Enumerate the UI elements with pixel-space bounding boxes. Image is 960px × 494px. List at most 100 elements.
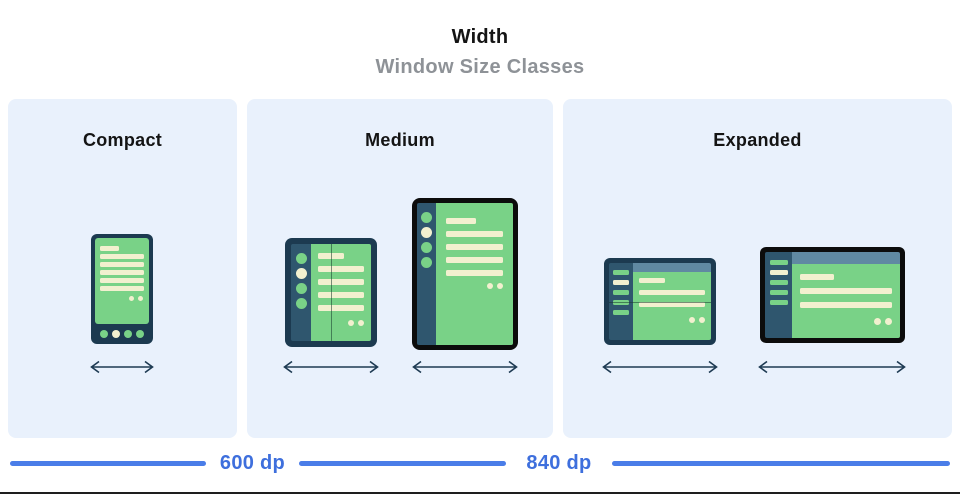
text-line-placeholder <box>639 278 665 283</box>
content-area <box>311 244 371 341</box>
menu-item-bar <box>769 300 788 305</box>
text-line-placeholder <box>318 279 364 285</box>
phone-illustration <box>91 234 153 344</box>
nav-dot-icon <box>124 330 132 338</box>
panel-compact: Compact <box>8 99 237 438</box>
dot-icon <box>497 283 503 289</box>
width-arrow-icon <box>90 360 154 374</box>
action-dots <box>348 320 364 326</box>
nav-rail <box>417 203 436 345</box>
app-top-bar <box>633 263 711 272</box>
dot-icon <box>885 318 892 325</box>
foldable-landscape-illustration <box>604 258 716 345</box>
text-line-placeholder <box>446 257 503 263</box>
content-column <box>633 263 711 340</box>
tablet-screen <box>417 203 513 345</box>
text-line-placeholder <box>100 246 119 251</box>
panel-expanded: Expanded <box>563 99 952 438</box>
dot-icon <box>699 317 705 323</box>
nav-dot-icon <box>112 330 120 338</box>
nav-dot-icon <box>100 330 108 338</box>
nav-dot-icon <box>136 330 144 338</box>
tablet-portrait-illustration <box>412 198 518 350</box>
diagram-title: Width <box>451 26 509 48</box>
dot-icon <box>874 318 881 325</box>
rail-item-icon <box>295 283 307 294</box>
diagram-subtitle: Window Size Classes <box>375 56 585 78</box>
panel-medium-label: Medium <box>365 130 435 150</box>
panel-expanded-label: Expanded <box>713 130 802 150</box>
menu-item-bar <box>769 260 788 265</box>
app-top-bar <box>792 252 900 264</box>
phone-nav-bar <box>95 324 149 344</box>
menu-item-bar <box>613 290 629 295</box>
dot-icon <box>689 317 695 323</box>
dot-icon <box>138 296 143 301</box>
nav-rail <box>291 244 311 341</box>
dot-icon <box>129 296 134 301</box>
text-line-placeholder <box>100 286 144 291</box>
rail-item-icon <box>421 212 432 223</box>
rail-item-icon <box>421 257 432 268</box>
text-line-placeholder <box>318 305 364 311</box>
panel-compact-label: Compact <box>82 130 163 150</box>
menu-item-bar <box>769 280 788 285</box>
text-line-placeholder <box>800 274 834 280</box>
text-line-placeholder <box>446 270 503 276</box>
dot-icon <box>358 320 364 326</box>
rail-item-icon <box>295 298 307 309</box>
fold-crease <box>331 244 332 341</box>
menu-item-bar <box>613 300 629 305</box>
tablet-screen <box>765 252 900 338</box>
text-line-placeholder <box>100 254 144 259</box>
foldable-portrait-illustration <box>285 238 377 347</box>
width-arrow-icon <box>283 360 379 374</box>
text-line-placeholder <box>800 288 892 294</box>
action-dots <box>689 317 705 323</box>
text-line-placeholder <box>446 218 476 224</box>
text-line-placeholder <box>446 231 503 237</box>
content-area <box>792 264 900 338</box>
text-line-placeholder <box>446 244 503 250</box>
text-line-placeholder <box>318 266 364 272</box>
ruler-line-segment <box>10 461 206 466</box>
panel-medium: Medium <box>247 99 553 438</box>
dot-icon <box>487 283 493 289</box>
text-line-placeholder <box>318 292 364 298</box>
content-area <box>436 203 513 345</box>
width-arrow-icon <box>602 360 718 374</box>
foldable-screen <box>609 263 711 340</box>
fold-crease <box>609 301 711 303</box>
text-line-placeholder <box>100 278 144 283</box>
nav-drawer <box>765 252 792 338</box>
rail-item-icon <box>421 227 432 238</box>
text-line-placeholder <box>100 270 144 275</box>
menu-item-bar <box>613 280 629 285</box>
action-dots <box>487 283 503 289</box>
rail-item-icon <box>295 253 307 264</box>
action-dots <box>874 318 892 325</box>
text-line-placeholder <box>639 290 705 295</box>
menu-item-bar <box>613 310 629 315</box>
width-arrow-icon <box>412 360 518 374</box>
width-arrow-icon <box>758 360 906 374</box>
action-dots <box>129 296 143 301</box>
content-area <box>633 272 711 340</box>
text-line-placeholder <box>100 262 144 267</box>
text-line-placeholder <box>800 302 892 308</box>
foldable-screen <box>291 244 371 341</box>
bottom-border <box>0 492 960 494</box>
menu-item-bar <box>769 290 788 295</box>
rail-item-icon <box>421 242 432 253</box>
diagram-header: Width Window Size Classes <box>0 26 960 79</box>
menu-item-bar <box>613 270 629 275</box>
phone-screen <box>95 238 149 324</box>
content-column <box>792 252 900 338</box>
text-line-placeholder <box>639 302 705 307</box>
rail-item-icon <box>295 268 307 279</box>
tablet-landscape-illustration <box>760 247 905 343</box>
breakpoint-840dp-label: 840 dp <box>526 452 592 474</box>
breakpoint-600dp-label: 600 dp <box>219 452 286 474</box>
menu-item-bar <box>769 270 788 275</box>
